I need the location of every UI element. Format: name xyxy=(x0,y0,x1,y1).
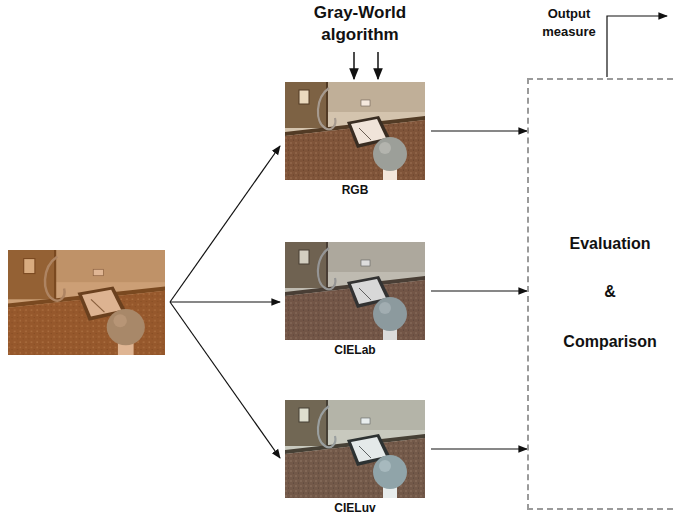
split-arrow xyxy=(170,146,280,302)
photo-caption: CIELuv xyxy=(285,501,425,515)
output-arrow xyxy=(607,16,667,77)
flow-arrow xyxy=(431,448,527,449)
photo-node: CIELuv xyxy=(285,400,425,517)
output-label: Output measure xyxy=(536,5,602,41)
down-arrow xyxy=(377,52,379,79)
photo-node: CIELab xyxy=(285,242,425,359)
input-photo xyxy=(8,250,165,355)
photo-caption: RGB xyxy=(285,183,425,197)
cieluv-photo xyxy=(285,400,425,498)
evaluation-box: Evaluation & Comparison xyxy=(527,78,673,510)
photo-node: RGB xyxy=(285,82,425,199)
algorithm-arrows xyxy=(354,52,378,79)
split-arrow xyxy=(170,302,280,458)
photo-caption: CIELab xyxy=(285,343,425,357)
split-arrows xyxy=(170,146,280,458)
rgb-photo xyxy=(285,82,425,180)
cielab-photo xyxy=(285,242,425,340)
box-text: Evaluation xyxy=(529,234,673,254)
down-arrow xyxy=(353,52,355,79)
box-text: & xyxy=(529,282,673,302)
flow-arrow xyxy=(431,290,527,291)
box-text: Comparison xyxy=(529,332,673,352)
flow-arrow xyxy=(431,130,527,131)
split-arrow xyxy=(170,301,280,302)
algorithm-label: Gray-World algorithm xyxy=(290,2,430,46)
